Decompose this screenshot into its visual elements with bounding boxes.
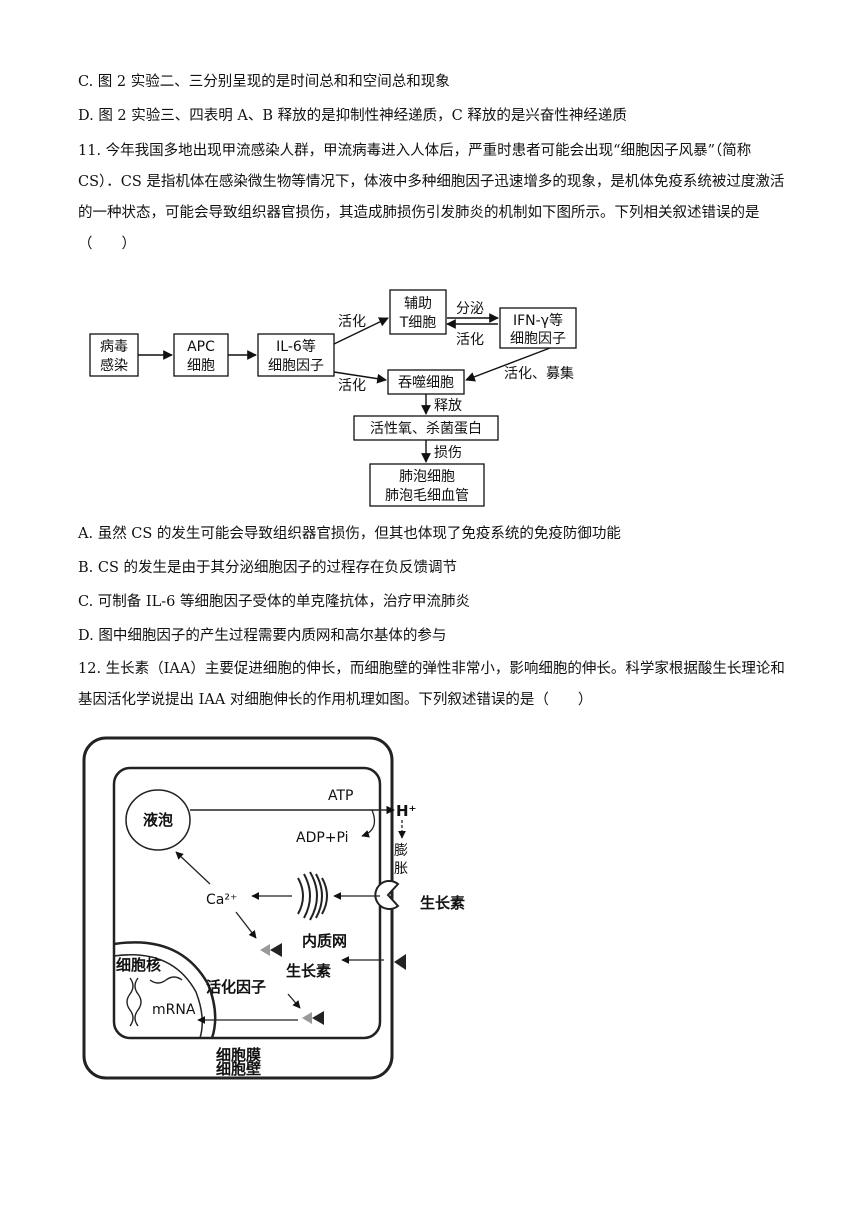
ifn-label-2: 细胞因子 <box>510 331 566 347</box>
th-label-1: 辅助 <box>404 296 432 312</box>
membrane-label: 细胞膜 <box>216 1046 261 1064</box>
wall-label: 细胞壁 <box>216 1060 261 1078</box>
ca-vacuole-arrow <box>175 851 211 885</box>
auxin-shape-inner <box>270 943 282 957</box>
ros-label: 活性氧、杀菌蛋白 <box>370 421 482 437</box>
mrna-label: mRNA <box>152 1002 196 1018</box>
ifn-box <box>499 307 577 349</box>
q11-option-c: C. 可制备 IL-6 等细胞因子受体的单克隆抗体，治疗甲流肺炎 <box>78 594 470 610</box>
activate-label-3: 活化 <box>338 378 366 394</box>
ifn-label-1: IFN-γ等 <box>513 312 563 329</box>
arrow-il6-th <box>333 317 389 345</box>
auxin-outer-label: 生长素 <box>420 894 465 912</box>
auxin-shape-outer <box>394 954 406 970</box>
apc-box <box>173 333 229 377</box>
q12-stem: 12. 生长素（IAA）主要促进细胞的伸长，而细胞壁的弹性非常小，影响细胞的伸长… <box>78 661 785 708</box>
h-plus-label: H⁺ <box>396 802 416 820</box>
activate-label-2: 活化 <box>456 332 484 348</box>
lung-label-2: 肺泡毛细血管 <box>385 488 469 504</box>
lung-box <box>369 463 485 507</box>
ca-activator-arrow <box>235 911 257 939</box>
apc-label-2: 细胞 <box>187 358 215 374</box>
damage-label: 损伤 <box>434 445 462 461</box>
macrophage-box <box>387 369 465 395</box>
apc-label-1: APC <box>187 339 215 355</box>
mrna-squiggle-icon <box>149 976 183 984</box>
activate-recruit-label: 活化、募集 <box>504 365 574 382</box>
ros-box <box>353 415 499 441</box>
ca-label: Ca²⁺ <box>206 892 237 908</box>
th-box <box>389 289 447 335</box>
activator-label: 活化因子 <box>206 978 266 996</box>
complex-shape-dark <box>312 1011 324 1025</box>
q11-option-d: D. 图中细胞因子的产生过程需要内质网和高尔基体的参与 <box>78 628 447 644</box>
arrow-ifn-macrophage <box>465 347 551 382</box>
il6-box <box>257 333 335 377</box>
q11-option-a: A. 虽然 CS 的发生可能会导致组织器官损伤，但其也体现了免疫系统的免疫防御功… <box>78 526 621 542</box>
virus-label-2: 感染 <box>100 357 128 374</box>
er-icon <box>297 871 328 921</box>
activate-label-1: 活化 <box>338 314 366 330</box>
il6-label-1: IL-6等 <box>276 338 316 355</box>
q10-option-c: C. 图 2 实验二、三分别呈现的是时间总和和空间总和现象 <box>78 74 450 90</box>
macrophage-label: 吞噬细胞 <box>398 375 454 391</box>
q10-option-d: D. 图 2 实验三、四表明 A、B 释放的是抑制性神经递质，C 释放的是兴奋性… <box>78 108 627 124</box>
virus-box <box>89 333 139 377</box>
lung-label-1: 肺泡细胞 <box>399 469 455 485</box>
th-label-2: T细胞 <box>399 315 437 331</box>
complex-shape-gray <box>302 1012 312 1024</box>
virus-label-1: 病毒 <box>100 339 128 355</box>
release-label: 释放 <box>434 398 462 414</box>
auxin-inner-label: 生长素 <box>286 962 331 980</box>
q11-option-b: B. CS 的发生是由于其分泌细胞因子的过程存在负反馈调节 <box>78 560 458 576</box>
activator-complex-arrow <box>287 993 301 1009</box>
adp-label: ADP+Pi <box>296 830 349 846</box>
cell-membrane <box>112 766 382 1040</box>
nucleus-label: 细胞核 <box>116 956 161 974</box>
vacuole <box>125 789 191 851</box>
atp-adp-arrow <box>361 809 376 838</box>
atp-label: ATP <box>328 788 353 804</box>
activator-shape-gray <box>260 944 270 956</box>
swell-label-1: 膨 <box>394 842 408 859</box>
q11-stem: 11. 今年我国多地出现甲流感染人群，甲流病毒进入人体后，严重时患者可能会出现“… <box>78 143 785 252</box>
secrete-label: 分泌 <box>456 301 484 317</box>
dna-icon <box>126 977 134 1027</box>
auxin-receptor <box>374 880 400 910</box>
il6-label-2: 细胞因子 <box>268 358 324 374</box>
swell-label-2: 胀 <box>394 861 408 877</box>
arrow-il6-macrophage <box>333 371 387 384</box>
dna-icon-strand <box>134 977 142 1027</box>
q11-diagram: 病毒 感染 APC 细胞 IL-6等 细胞因子 活化 辅助 T细胞 分泌 活化 … <box>89 289 577 507</box>
er-label: 内质网 <box>302 932 347 950</box>
q12-diagram: 液泡 ATP ADP+Pi H⁺ 膨 胀 生长素 内质网 Ca²⁺ 生长素 细胞… <box>82 736 465 1080</box>
vacuole-label: 液泡 <box>143 811 173 829</box>
